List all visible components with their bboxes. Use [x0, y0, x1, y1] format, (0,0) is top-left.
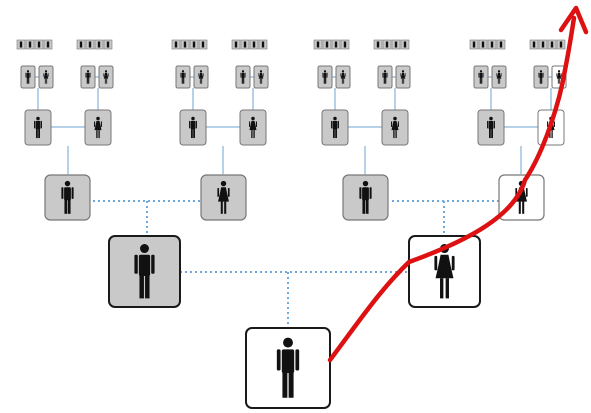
person-gen5-mark-27	[496, 39, 506, 50]
person-gen3-box-6	[477, 109, 505, 146]
person-gen5-mark-28	[529, 39, 539, 50]
person-gen3-box-1	[84, 109, 112, 146]
male-figure-icon	[322, 70, 328, 84]
person-root-box	[245, 327, 331, 409]
arrow-icon	[558, 5, 589, 35]
female-figure-icon	[258, 70, 264, 84]
person-gen3-box-0	[24, 109, 52, 146]
person-gen4-box-13	[491, 65, 507, 89]
person-gen5-mark-20	[373, 39, 383, 50]
person-gen5-mark-17	[322, 39, 332, 50]
person-gen4-box-12	[473, 65, 489, 89]
female-figure-icon	[496, 70, 502, 84]
female-figure-icon	[103, 70, 109, 84]
person-father-box	[108, 235, 181, 308]
person-gen5-mark-0	[16, 39, 26, 50]
female-figure-icon	[556, 70, 562, 84]
person-gen5-mark-2	[34, 39, 44, 50]
female-figure-icon	[43, 70, 49, 84]
person-gen5-mark-23	[400, 39, 410, 50]
person-gen5-mark-3	[43, 39, 53, 50]
person-gen5-mark-18	[331, 39, 341, 50]
person-gen5-mark-21	[382, 39, 392, 50]
person-gen4-box-3	[98, 65, 114, 89]
person-gen5-mark-6	[94, 39, 104, 50]
person-gen3-box-3	[239, 109, 267, 146]
person-gen4-box-2	[80, 65, 96, 89]
person-boxes	[16, 39, 567, 409]
person-gp-ff-box	[44, 174, 91, 221]
person-gen5-mark-22	[391, 39, 401, 50]
female-figure-icon	[400, 70, 406, 84]
male-figure-icon	[382, 70, 388, 84]
male-figure-icon	[331, 116, 339, 139]
male-figure-icon	[359, 180, 372, 214]
male-figure-icon	[61, 180, 74, 214]
female-figure-icon	[217, 180, 230, 214]
female-figure-icon	[434, 244, 455, 299]
male-figure-icon	[189, 116, 197, 139]
person-gen5-mark-11	[198, 39, 208, 50]
person-gen5-mark-8	[171, 39, 181, 50]
person-gen5-mark-7	[103, 39, 113, 50]
person-gen5-mark-5	[85, 39, 95, 50]
person-gen4-box-4	[175, 65, 191, 89]
person-gen5-mark-24	[469, 39, 479, 50]
female-figure-icon	[94, 116, 102, 139]
person-gen5-mark-12	[231, 39, 241, 50]
female-figure-icon	[198, 70, 204, 84]
person-gen5-mark-10	[189, 39, 199, 50]
person-gen5-mark-16	[313, 39, 323, 50]
person-gen5-mark-25	[478, 39, 488, 50]
person-gen3-box-4	[321, 109, 349, 146]
person-gen3-box-5	[381, 109, 409, 146]
person-gen4-box-5	[193, 65, 209, 89]
male-figure-icon	[276, 337, 300, 398]
male-figure-icon	[180, 70, 186, 84]
male-figure-icon	[478, 70, 484, 84]
male-figure-icon	[487, 116, 495, 139]
person-gen4-box-0	[20, 65, 36, 89]
person-gen5-mark-29	[538, 39, 548, 50]
male-figure-icon	[240, 70, 246, 84]
person-gen5-mark-31	[556, 39, 566, 50]
male-figure-icon	[34, 116, 42, 139]
person-gen4-box-11	[395, 65, 411, 89]
maternal-lineage-arrow	[327, 5, 589, 363]
person-gen5-mark-1	[25, 39, 35, 50]
male-figure-icon	[85, 70, 91, 84]
person-gen5-mark-15	[258, 39, 268, 50]
person-gen5-mark-4	[76, 39, 86, 50]
person-gen5-mark-30	[547, 39, 557, 50]
person-gen4-box-6	[235, 65, 251, 89]
person-gen4-box-1	[38, 65, 54, 89]
person-gen4-box-8	[317, 65, 333, 89]
person-gen3-box-2	[179, 109, 207, 146]
person-gen5-mark-13	[240, 39, 250, 50]
person-gen5-mark-19	[340, 39, 350, 50]
person-gen4-box-10	[377, 65, 393, 89]
female-figure-icon	[391, 116, 399, 139]
person-gen5-mark-14	[249, 39, 259, 50]
male-figure-icon	[134, 244, 155, 299]
person-gp-fm-box	[200, 174, 247, 221]
person-gen4-box-7	[253, 65, 269, 89]
arrow-path	[327, 15, 577, 363]
male-figure-icon	[538, 70, 544, 84]
person-gen4-box-14	[533, 65, 549, 89]
person-gp-mf-box	[342, 174, 389, 221]
male-figure-icon	[25, 70, 31, 84]
person-gen4-box-9	[335, 65, 351, 89]
person-gen5-mark-9	[180, 39, 190, 50]
person-gen5-mark-26	[487, 39, 497, 50]
female-figure-icon	[340, 70, 346, 84]
female-figure-icon	[249, 116, 257, 139]
